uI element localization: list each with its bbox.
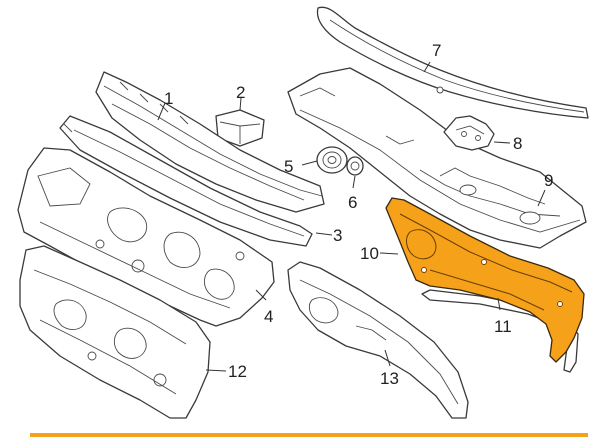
part-1-upper-cowl [95, 71, 325, 213]
callout-6: 6 [348, 193, 357, 212]
callout-11: 11 [494, 317, 512, 336]
part-9-cowl-panel [287, 67, 587, 249]
callout-13: 13 [380, 369, 399, 388]
callout-3: 3 [333, 226, 342, 245]
part-7-cowl-trim [316, 6, 589, 119]
callout-4: 4 [264, 307, 273, 326]
part-5-grommet [316, 146, 348, 174]
part-6-grommet [346, 156, 364, 176]
part-12-insulator [19, 245, 211, 419]
callout-9: 9 [544, 171, 553, 190]
callout-8: 8 [513, 134, 522, 153]
callout-10: 10 [360, 244, 379, 263]
part-13-side-panel [287, 261, 469, 419]
callout-12: 12 [228, 362, 247, 381]
part-8-bracket [443, 115, 495, 151]
callout-5: 5 [284, 157, 293, 176]
callout-labels: 1 2 3 4 5 6 7 8 9 10 11 12 13 [164, 41, 553, 388]
part-3-cowl-rail [59, 115, 313, 247]
callout-7: 7 [432, 41, 441, 60]
leader-lines [157, 61, 546, 372]
part-10-highlighted-panel [385, 197, 585, 363]
callout-2: 2 [236, 83, 245, 102]
bottom-accent-bar [30, 433, 588, 437]
callout-1: 1 [164, 89, 173, 108]
